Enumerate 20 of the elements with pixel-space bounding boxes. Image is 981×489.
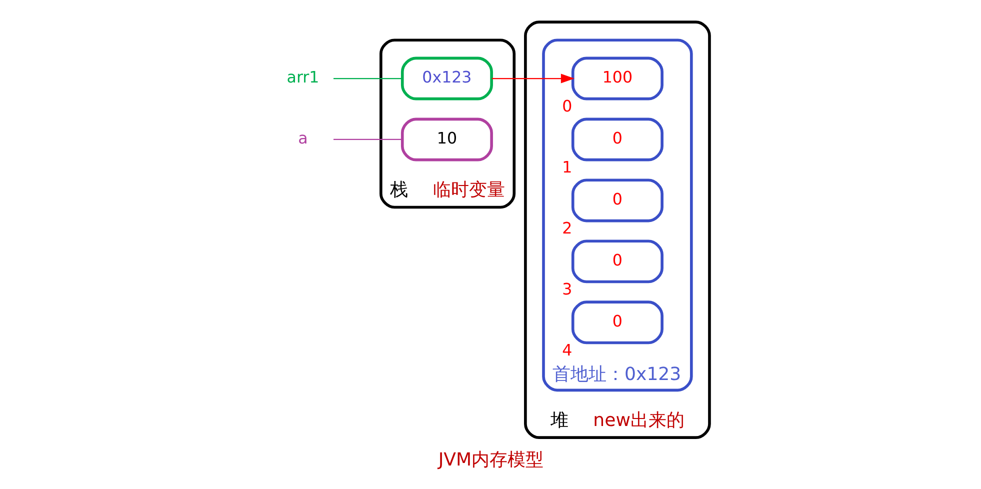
node-box: 0 <box>570 300 663 344</box>
node-label: 2 <box>562 218 572 238</box>
node-box: 100 <box>570 56 663 100</box>
node-box: 10 <box>400 118 492 162</box>
node-label: 0 <box>562 96 572 116</box>
node-label: 临时变量 <box>432 180 504 201</box>
node-text: arr1 <box>286 68 319 87</box>
node-box: 0 <box>570 118 663 162</box>
node-label: new出来的 <box>592 410 684 432</box>
node-label: 3 <box>562 279 572 298</box>
arrow <box>491 74 574 84</box>
node-box: 0 <box>570 240 663 284</box>
node-box: 0 <box>570 178 663 222</box>
node-box: 0x123 <box>400 56 492 100</box>
node-label: 1 <box>562 157 572 176</box>
connector <box>333 78 402 80</box>
connector <box>333 138 402 140</box>
node-label: 4 <box>562 340 572 360</box>
node-text: a <box>298 128 308 148</box>
caption: JVM内存模型 <box>438 450 544 471</box>
